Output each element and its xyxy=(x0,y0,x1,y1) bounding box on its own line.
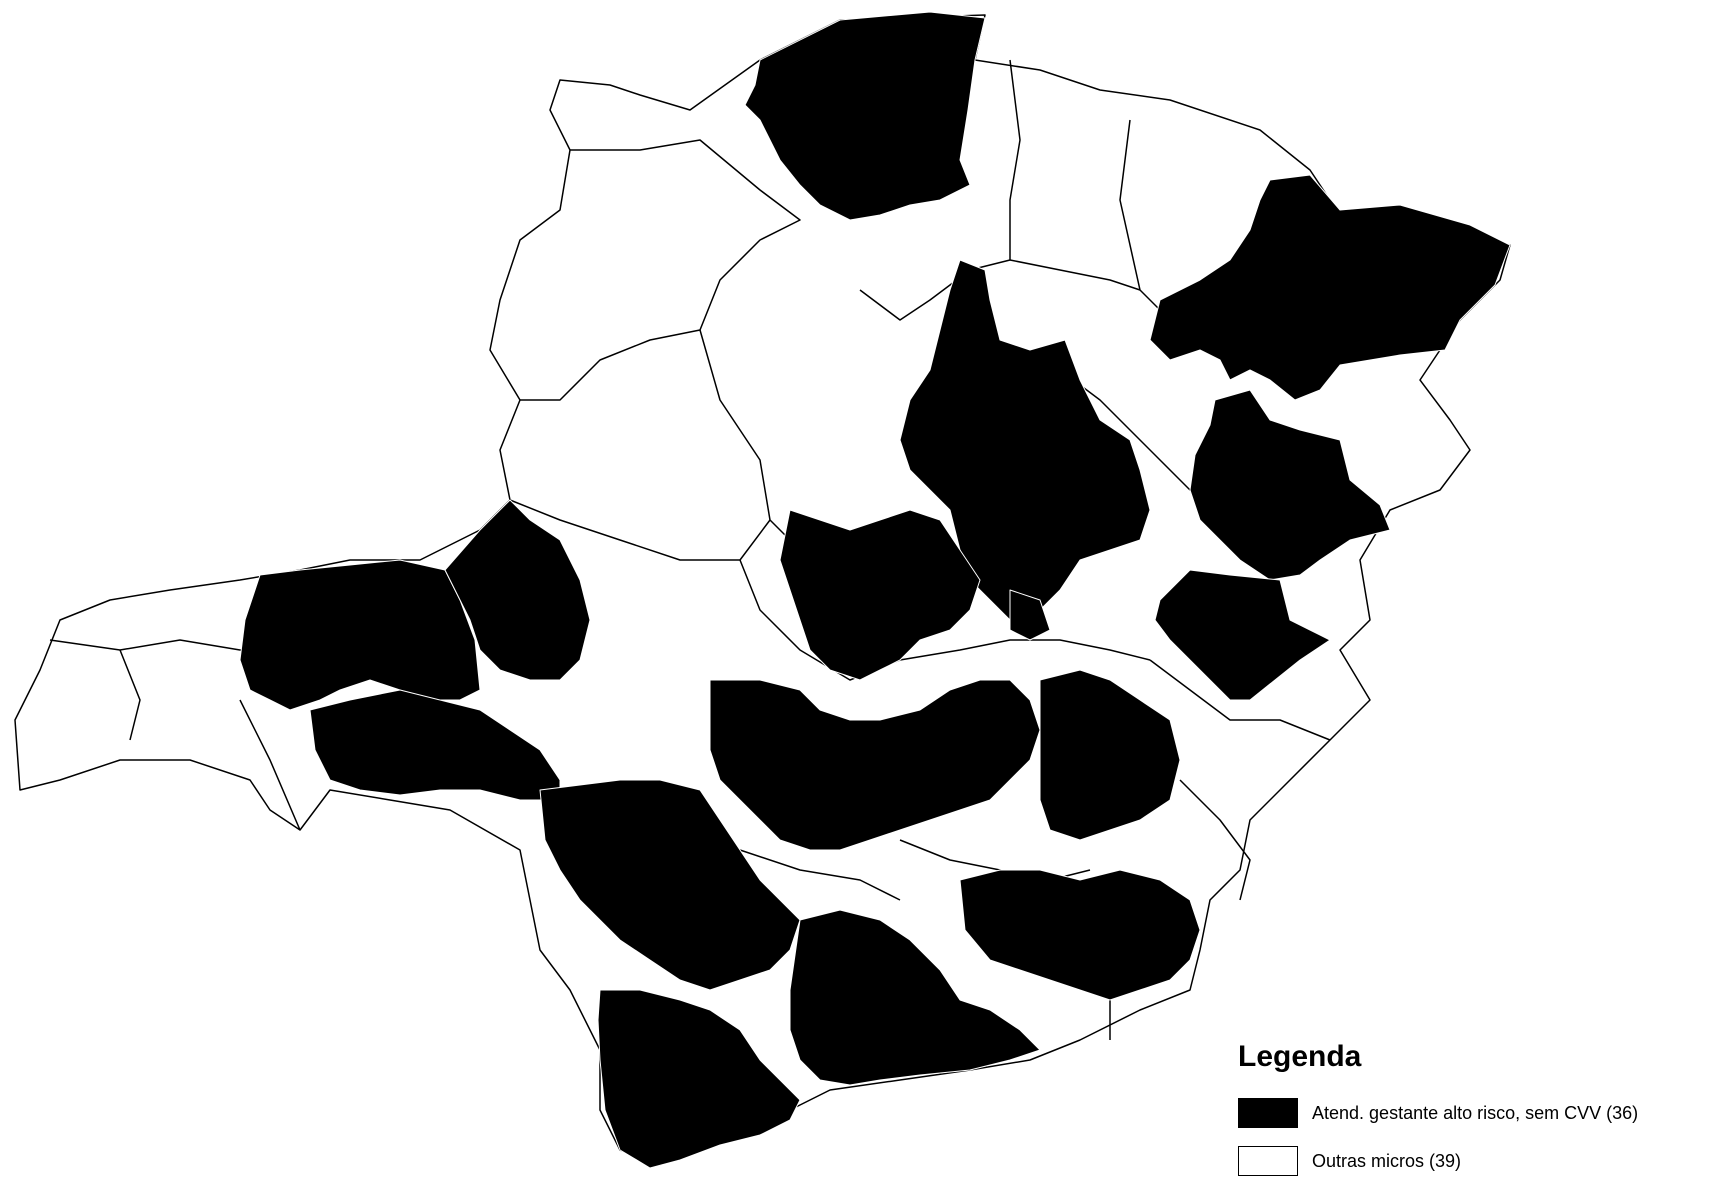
legend-label: Outras micros (39) xyxy=(1312,1150,1462,1171)
region-highlight xyxy=(597,989,801,1169)
region-highlight xyxy=(1009,589,1051,641)
white-region-border xyxy=(1009,59,1021,260)
white-region-border xyxy=(859,259,1141,321)
legend: Legenda Atend. gestante alto risco, sem … xyxy=(1238,1042,1728,1192)
region-highlight xyxy=(709,679,1041,851)
white-region-border xyxy=(119,649,141,741)
white-region-border xyxy=(239,699,301,831)
region-highlight xyxy=(1039,669,1181,841)
region-highlight xyxy=(744,11,986,221)
white-region-border xyxy=(1059,369,1201,501)
region-highlight xyxy=(1149,174,1511,401)
white-region-border xyxy=(739,559,1151,681)
region-highlight xyxy=(779,509,981,681)
region-highlight xyxy=(959,869,1201,1001)
white-region-border xyxy=(1119,119,1171,321)
legend-title: Legenda xyxy=(1238,1040,1362,1073)
legend-swatch-white xyxy=(1238,1146,1298,1176)
region-highlight xyxy=(539,779,801,991)
white-region-border xyxy=(1149,659,1331,741)
region-highlight xyxy=(789,909,1041,1086)
white-region-border xyxy=(699,329,791,541)
white-region-border xyxy=(1179,779,1251,901)
legend-item-other: Outras micros (39) xyxy=(1238,1144,1728,1178)
region-highlight xyxy=(1189,389,1391,581)
white-region-border xyxy=(509,499,771,561)
legend-label: Atend. gestante alto risco, sem CVV (36) xyxy=(1312,1102,1639,1123)
region-highlight xyxy=(899,259,1151,621)
region-highlight xyxy=(1154,569,1331,701)
legend-swatch-black xyxy=(1238,1098,1298,1128)
white-region-border xyxy=(739,849,901,901)
legend-item-highlight: Atend. gestante alto risco, sem CVV (36) xyxy=(1238,1096,1728,1130)
white-region-border xyxy=(520,139,801,401)
region-highlight xyxy=(444,499,591,681)
